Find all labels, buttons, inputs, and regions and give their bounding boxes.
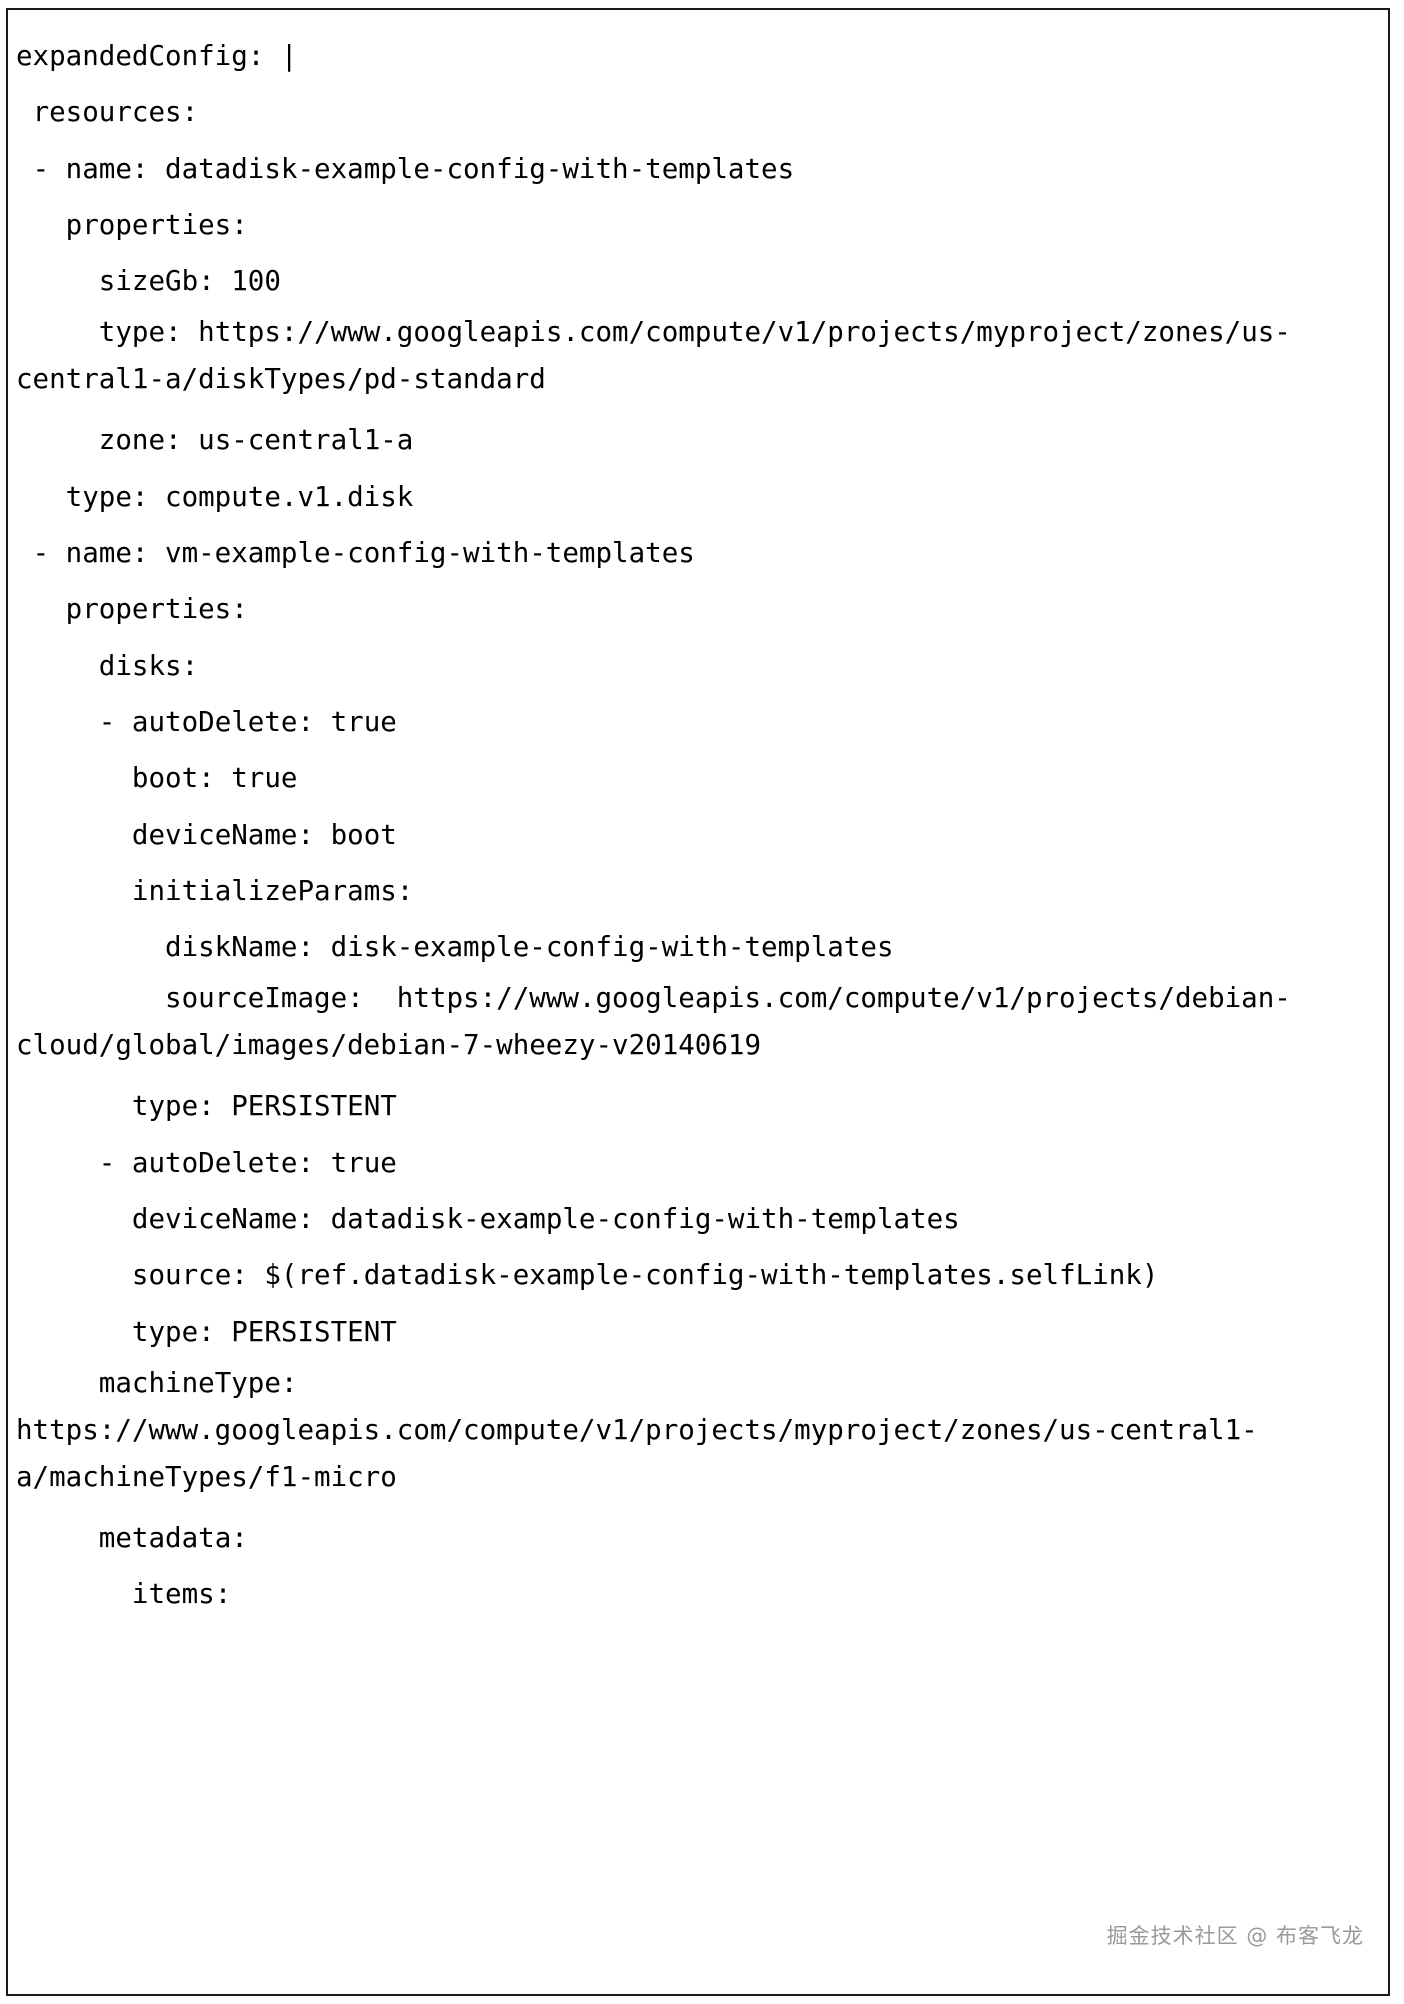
code-line: properties:: [16, 208, 248, 241]
code-line: type: compute.v1.disk: [16, 480, 414, 513]
code-line: machineType: https://www.googleapis.com/…: [16, 1366, 1258, 1493]
code-line: type: PERSISTENT: [16, 1315, 397, 1348]
code-line: - autoDelete: true: [16, 705, 397, 738]
code-line: properties:: [16, 593, 248, 626]
document-page: expandedConfig: | resources: - name: dat…: [6, 8, 1390, 1996]
code-line: - name: vm-example-config-with-templates: [16, 537, 695, 570]
code-line: initializeParams:: [16, 874, 414, 907]
code-line: resources:: [16, 96, 199, 129]
code-line: type: https://www.googleapis.com/compute…: [16, 316, 1291, 396]
code-line: - autoDelete: true: [16, 1146, 397, 1179]
code-line: deviceName: datadisk-example-config-with…: [16, 1203, 960, 1236]
code-line: - name: datadisk-example-config-with-tem…: [16, 152, 795, 185]
code-line: boot: true: [16, 762, 298, 795]
code-line: source: $(ref.datadisk-example-config-wi…: [16, 1259, 1159, 1292]
code-line: sourceImage: https://www.googleapis.com/…: [16, 982, 1291, 1062]
yaml-code-listing: expandedConfig: | resources: - name: dat…: [8, 10, 1388, 1623]
code-line: expandedConfig: |: [16, 40, 298, 72]
code-line: sizeGb: 100: [16, 265, 281, 298]
code-line: deviceName: boot: [16, 818, 397, 851]
code-line: disks:: [16, 649, 199, 682]
code-line: diskName: disk-example-config-with-templ…: [16, 931, 894, 964]
code-line: metadata:: [16, 1521, 248, 1554]
code-line: type: PERSISTENT: [16, 1090, 397, 1123]
watermark: 掘金技术社区 @ 布客飞龙: [1106, 1924, 1364, 1948]
code-line: items:: [16, 1578, 232, 1611]
code-line: zone: us-central1-a: [16, 424, 414, 457]
